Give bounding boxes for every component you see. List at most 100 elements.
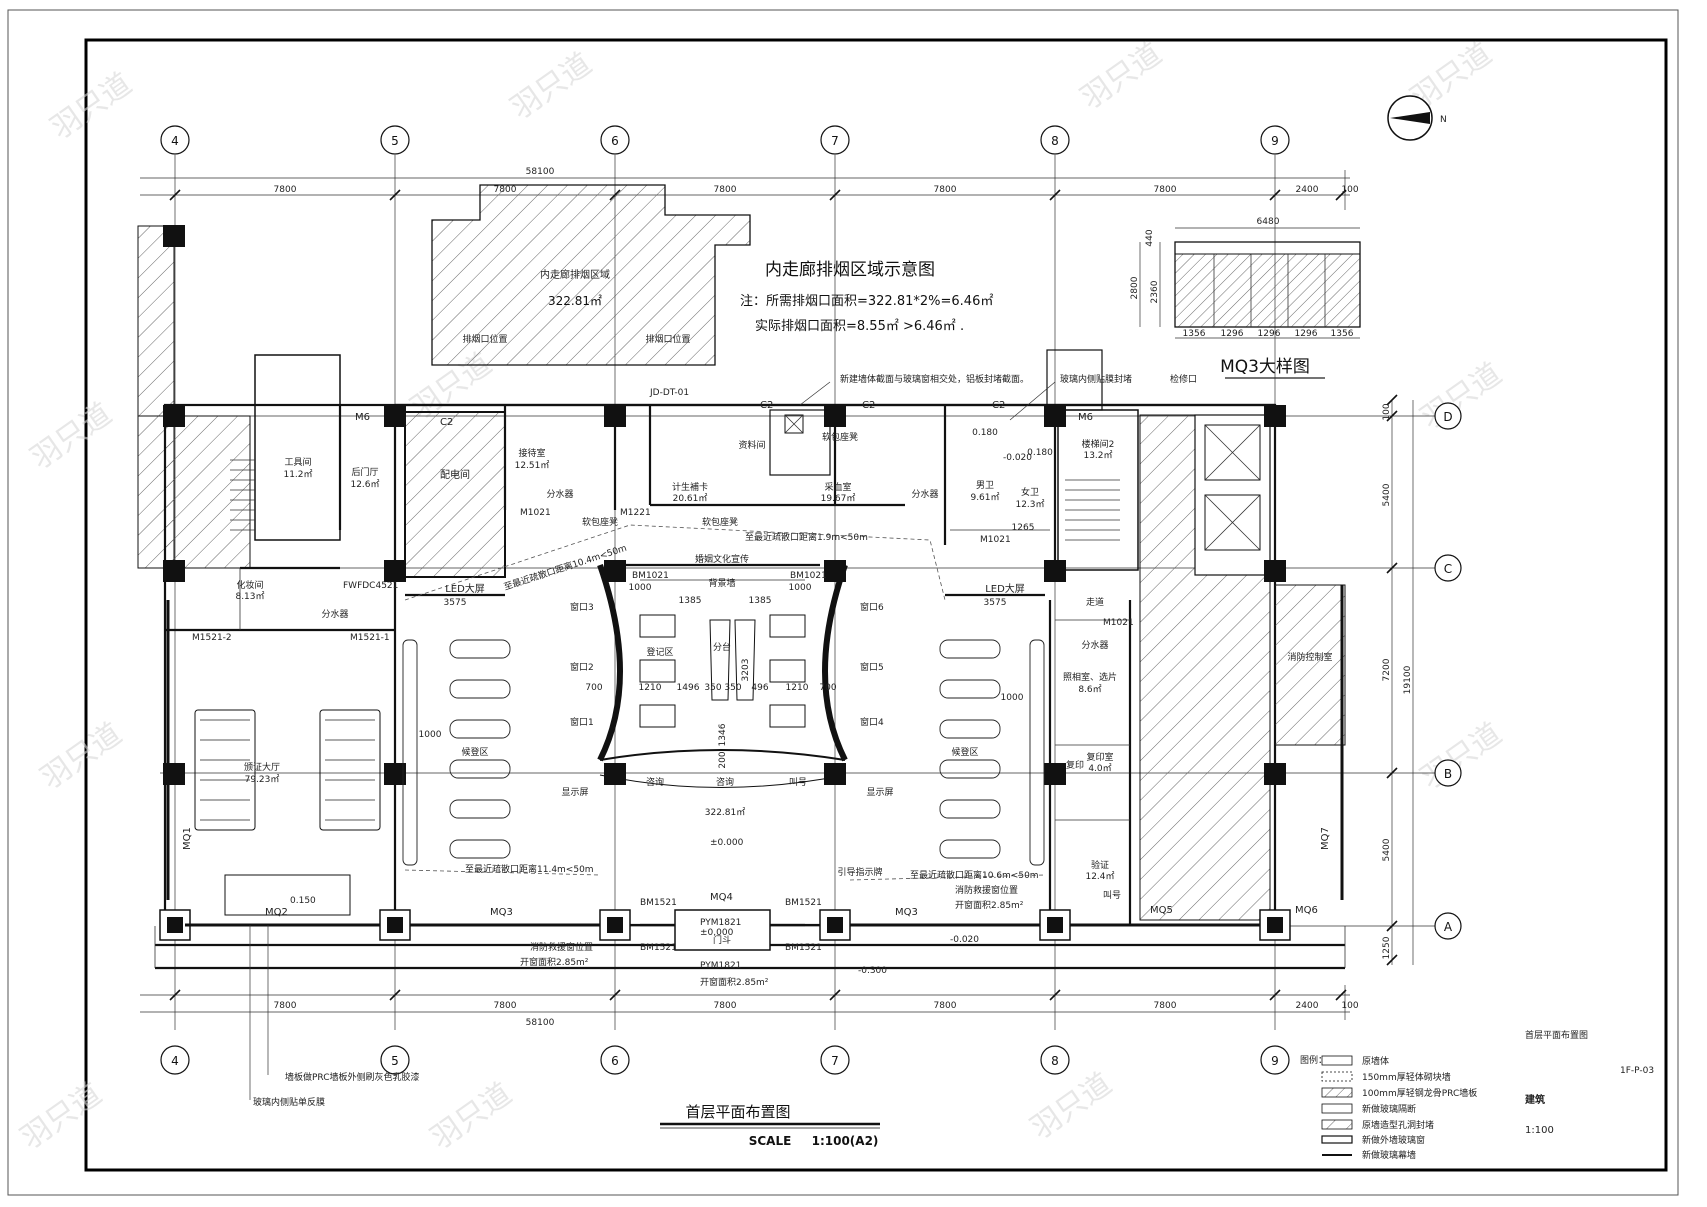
corridor: 走道 xyxy=(1086,596,1104,608)
svg-text:20.61㎡: 20.61㎡ xyxy=(673,493,708,504)
room-soft-bench-1: 软包座凳 xyxy=(822,431,858,443)
svg-text:12.4㎡: 12.4㎡ xyxy=(1085,871,1114,882)
svg-text:700: 700 xyxy=(585,683,602,693)
dimension-text-right: 100 5400 7200 5400 1250 19100 xyxy=(1382,403,1413,959)
dim-total-top: 58100 xyxy=(526,167,555,177)
vent-position-1: 排烟口位置 xyxy=(462,333,507,345)
svg-text:MQ5: MQ5 xyxy=(1150,905,1173,916)
svg-text:FWFDC4521: FWFDC4521 xyxy=(343,581,398,591)
svg-text:C2: C2 xyxy=(992,400,1005,411)
room-wait-2: 候登区 xyxy=(951,746,978,758)
svg-text:MQ3: MQ3 xyxy=(490,907,513,918)
open-area-2: 开窗面积2.85m² xyxy=(700,976,769,988)
vent-position-2: 排烟口位置 xyxy=(645,333,690,345)
svg-text:0.180: 0.180 xyxy=(972,428,998,438)
dim-span-5: 7800 xyxy=(1154,185,1177,195)
svg-text:BM1021: BM1021 xyxy=(790,571,827,581)
dim-span-7: 100 xyxy=(1341,185,1358,195)
grid-bubbles-right: D C B A xyxy=(1434,402,1462,940)
svg-text:MQ4: MQ4 xyxy=(710,892,733,903)
room-wait-1: 候登区 xyxy=(461,746,488,758)
svg-text:BM1521: BM1521 xyxy=(640,943,677,953)
svg-text:羽只道: 羽只道 xyxy=(1025,1066,1119,1146)
room-copy-2: 复印 xyxy=(1066,759,1084,771)
open-area-1: 开窗面积2.85m² xyxy=(520,956,589,968)
water-1: 分水器 xyxy=(546,488,573,500)
svg-text:100mm厚轻钢龙骨PRC墙板: 100mm厚轻钢龙骨PRC墙板 xyxy=(1362,1087,1477,1099)
grid-label-top-4: 4 xyxy=(171,134,179,148)
room-fire-control: 消防控制室 xyxy=(1287,651,1332,663)
svg-text:MQ2: MQ2 xyxy=(265,907,288,918)
room-consult-1: 咨询 xyxy=(646,776,664,788)
svg-text:2400: 2400 xyxy=(1296,1001,1319,1011)
dim-span-4: 7800 xyxy=(934,185,957,195)
svg-text:M1221: M1221 xyxy=(620,508,651,518)
svg-text:1250: 1250 xyxy=(1382,936,1392,959)
svg-text:200: 200 xyxy=(718,751,728,768)
legend: 图例： 原墙体 150mm厚轻体砌块墙 100mm厚轻钢龙骨PRC墙板 新做玻璃… xyxy=(1300,1054,1477,1161)
svg-text:5400: 5400 xyxy=(1382,483,1392,506)
room-male-wc: 男卫 xyxy=(976,480,994,491)
room-photo: 照相室、选片 xyxy=(1063,671,1117,683)
rescue-window-1: 消防救援窗位置 xyxy=(530,941,593,953)
window-2: 窗口2 xyxy=(570,661,594,673)
grid-label-bottom-4: 4 xyxy=(171,1054,179,1068)
grid-label-D: D xyxy=(1443,410,1452,424)
svg-text:3575: 3575 xyxy=(444,598,467,608)
room-stair-2: 楼梯间2 xyxy=(1082,438,1115,450)
room-soft-bench-3: 软包座凳 xyxy=(702,516,738,528)
rescue-window-2: 消防救援窗位置 xyxy=(955,884,1018,896)
room-verify: 验证 xyxy=(1091,859,1109,871)
dim-span-3: 7800 xyxy=(714,185,737,195)
grid-label-bottom-6: 6 xyxy=(611,1054,619,1068)
svg-text:C2: C2 xyxy=(440,417,453,428)
svg-text:79.23㎡: 79.23㎡ xyxy=(245,774,280,785)
north-arrow-label: N xyxy=(1440,115,1447,125)
room-family: 计生補卡 xyxy=(672,481,708,493)
room-tools: 工具间 xyxy=(284,456,311,468)
call-number: 叫号 xyxy=(1103,890,1121,901)
grid-label-top-7: 7 xyxy=(831,134,839,148)
svg-text:1000: 1000 xyxy=(419,730,442,740)
svg-text:1496: 1496 xyxy=(677,683,700,693)
svg-text:-0.020: -0.020 xyxy=(950,935,979,945)
grid-label-bottom-9: 9 xyxy=(1271,1054,1279,1068)
room-consult-2: 咨询 xyxy=(716,776,734,788)
discipline: 建筑 xyxy=(1524,1093,1545,1106)
svg-text:M6: M6 xyxy=(1078,412,1093,423)
svg-text:-0.020: -0.020 xyxy=(1003,453,1032,463)
svg-text:BM1521: BM1521 xyxy=(785,943,822,953)
svg-text:C2: C2 xyxy=(760,400,773,411)
grid-label-bottom-8: 8 xyxy=(1051,1054,1059,1068)
room-soft-bench-2: 软包座凳 xyxy=(582,516,618,528)
room-call: 叫号 xyxy=(789,777,807,788)
svg-text:3575: 3575 xyxy=(984,598,1007,608)
svg-text:MQ6: MQ6 xyxy=(1295,905,1318,916)
svg-text:±0.000: ±0.000 xyxy=(710,838,744,848)
svg-text:1296: 1296 xyxy=(1221,329,1244,339)
outer-border xyxy=(7,9,1679,1196)
svg-text:1265: 1265 xyxy=(1012,523,1035,533)
water-3: 分水器 xyxy=(321,608,348,620)
dimension-text-top: 58100 7800 7800 7800 7800 7800 2400 100 xyxy=(274,167,1359,195)
svg-text:4.0㎡: 4.0㎡ xyxy=(1088,763,1111,774)
svg-text:M6: M6 xyxy=(355,412,370,423)
water-2: 分水器 xyxy=(911,488,938,500)
svg-text:±0.000: ±0.000 xyxy=(700,928,734,938)
mq3-title: MQ3大样图 xyxy=(1220,357,1310,377)
svg-text:1000: 1000 xyxy=(789,583,812,593)
door-hall: 门斗 xyxy=(713,934,731,946)
grid-label-top-9: 9 xyxy=(1271,134,1279,148)
svg-text:M1521-2: M1521-2 xyxy=(192,633,232,643)
grid-label-top-6: 6 xyxy=(611,134,619,148)
svg-text:原墙体: 原墙体 xyxy=(1362,1055,1389,1067)
svg-text:1385: 1385 xyxy=(749,596,772,606)
drawing-title-block: 首层平面布置图 SCALE 1:100(A2) xyxy=(660,1103,880,1148)
guide-sign: 引导指示牌 xyxy=(837,866,882,878)
inner-dimensions: 1385 1385 1000 1000 1000 1000 3203 1346 … xyxy=(419,428,1054,769)
mq3-h-total: 2800 xyxy=(1130,276,1140,299)
sheet-number: 1F-P-03 xyxy=(1620,1066,1654,1076)
svg-text:新做玻璃隔断: 新做玻璃隔断 xyxy=(1362,1103,1416,1115)
open-area-3: 开窗面积2.85m² xyxy=(955,899,1024,911)
